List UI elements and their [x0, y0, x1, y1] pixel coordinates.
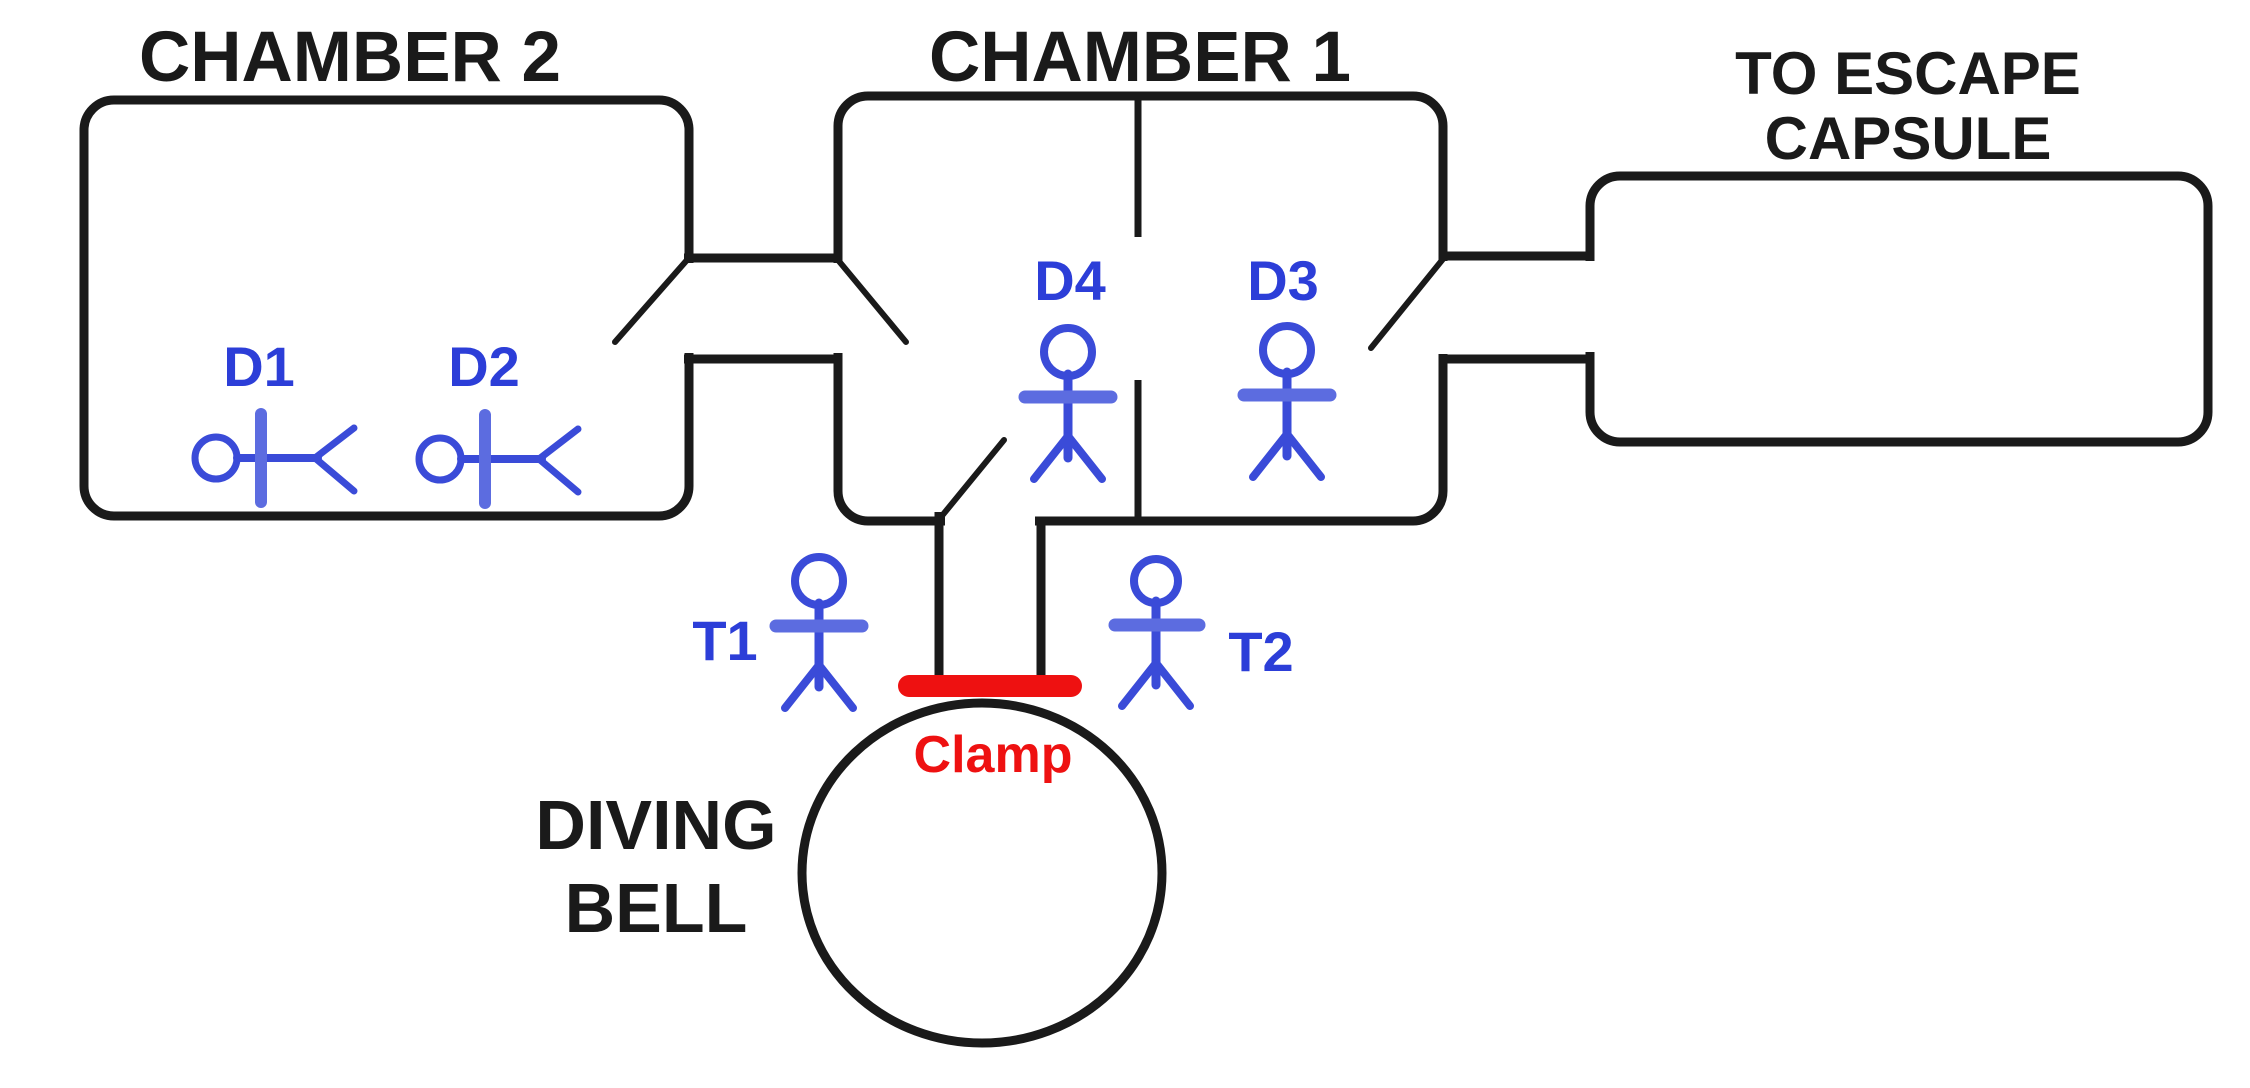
chamber1-title: CHAMBER 1: [929, 18, 1351, 97]
chamber2-title: CHAMBER 2: [139, 18, 561, 97]
escape-capsule-label-line1: TO ESCAPE: [1735, 40, 2081, 107]
figure-head: [791, 553, 847, 609]
clamp-label: Clamp: [914, 726, 1073, 784]
figure-head: [1040, 324, 1096, 380]
diver-d3-label: D3: [1247, 249, 1319, 312]
diver-d2-figure: [415, 409, 582, 509]
figure-leg: [1118, 659, 1160, 710]
diving-bell-sphere: [797, 698, 1167, 1048]
tender-t1-figure: [769, 553, 869, 712]
chamber1-left-open-hatch-door: [835, 257, 909, 345]
figure-head: [415, 434, 465, 484]
chamber2-vessel-outline: [79, 95, 694, 521]
chamber1-right-hatch-opening: [1430, 261, 1456, 354]
figure-head: [191, 433, 241, 483]
diver-d1-figure: [191, 408, 358, 508]
figure-leg: [1249, 430, 1291, 481]
diver-d1-label: D1: [223, 335, 295, 398]
bell-trunk-open-hatch-door: [938, 437, 1007, 520]
chamber1-right-open-hatch-door: [1368, 256, 1446, 351]
figure-leg: [815, 661, 857, 712]
figure-leg: [781, 661, 823, 712]
escape-capsule-label-line2: CAPSULE: [1765, 105, 2052, 172]
tender-t2-figure: [1108, 555, 1206, 710]
figure-leg: [1030, 432, 1072, 483]
tender-t2-label: T2: [1228, 620, 1293, 683]
figure-leg: [1152, 659, 1194, 710]
figure-leg: [535, 455, 582, 496]
chamber1-bottom-trunk-opening: [945, 508, 1035, 532]
diving-bell-label-line1: DIVING: [535, 786, 776, 864]
chamber1-left-hatch-opening: [825, 263, 851, 353]
tender-t1-label: T1: [692, 609, 757, 672]
diver-d4-figure: [1018, 324, 1118, 483]
figure-leg: [311, 424, 358, 462]
figure-leg: [1283, 430, 1325, 481]
escape-capsule-trunk-outline: [1585, 171, 2213, 447]
diver-d3-figure: [1237, 322, 1337, 481]
figure-leg: [535, 425, 582, 463]
figure-head: [1130, 555, 1182, 607]
escape-capsule-hatch-opening: [1577, 261, 1603, 352]
diver-d2-label: D2: [448, 335, 520, 398]
chamber2-right-hatch-opening: [676, 263, 702, 353]
diver-d4-label: D4: [1034, 249, 1106, 312]
chamber2-open-hatch-door: [612, 257, 690, 345]
figure-leg: [1064, 432, 1106, 483]
figure-head: [1259, 322, 1315, 378]
figure-leg: [311, 454, 358, 495]
diving-bell-label-line2: BELL: [565, 869, 748, 947]
